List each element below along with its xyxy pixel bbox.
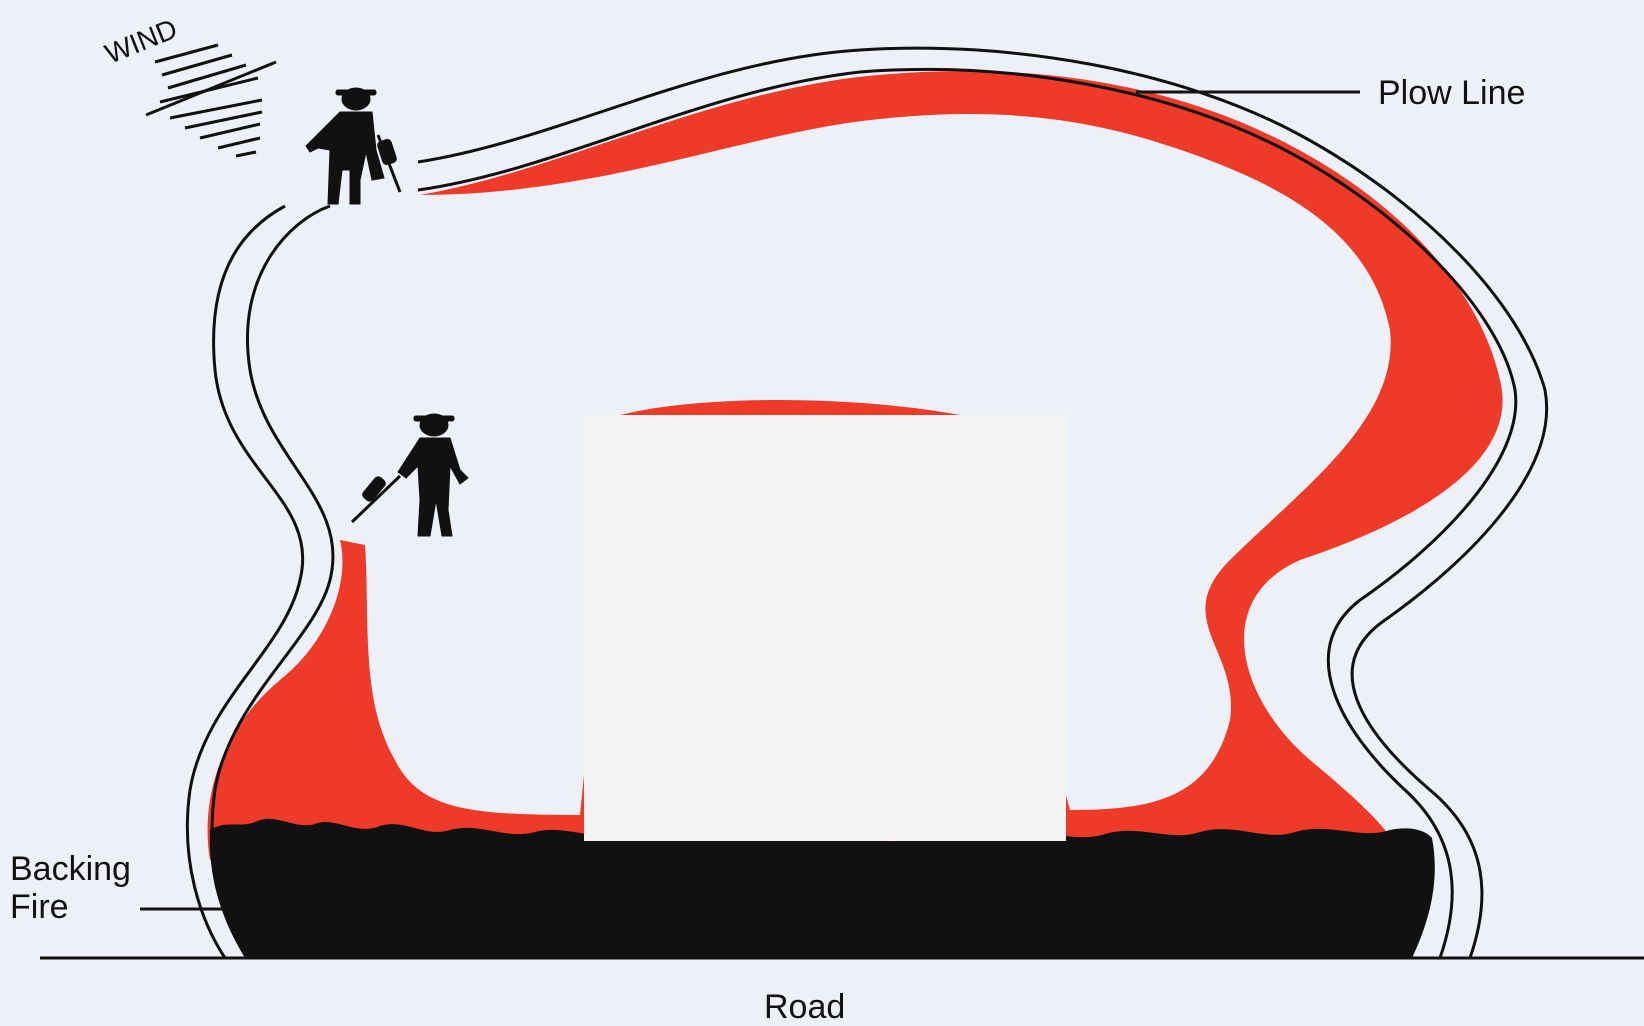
backing-fire-label-line2: Fire — [10, 888, 69, 926]
plow-line-label: Plow Line — [1378, 74, 1525, 112]
firefighter-middle-icon — [352, 414, 468, 536]
backing-fire-label-line1: Backing — [10, 850, 131, 888]
road-label: Road — [764, 988, 845, 1026]
wind-label: WIND — [101, 13, 182, 70]
wind-lines-icon — [146, 45, 276, 156]
firefighter-top-icon — [306, 88, 400, 204]
masked-region — [584, 415, 1066, 841]
